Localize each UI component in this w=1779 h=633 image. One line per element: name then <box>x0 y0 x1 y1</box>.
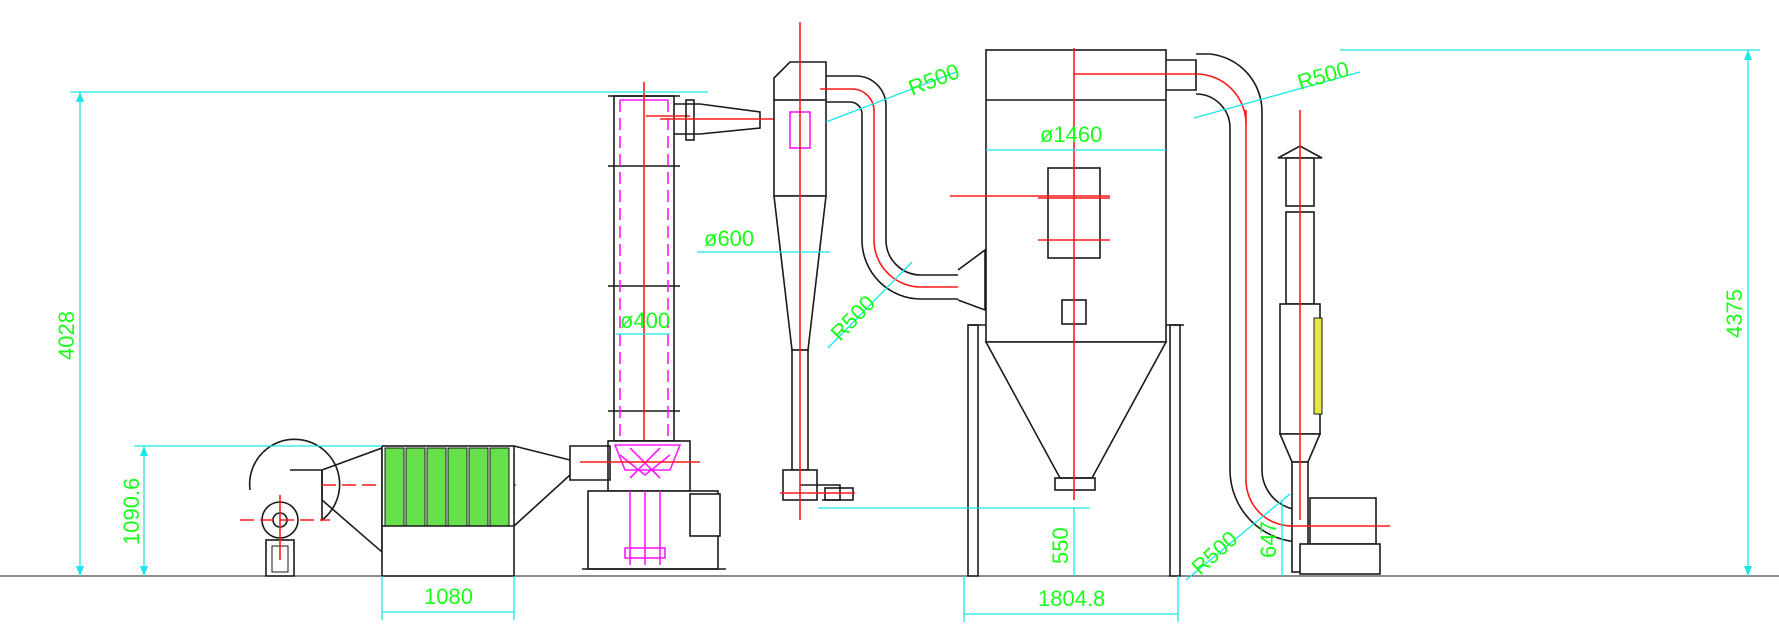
dim-dia-600: ø600 <box>704 226 754 251</box>
dim-r500-1: R500 <box>905 58 963 100</box>
duct-cyclone-filter <box>820 75 986 312</box>
dim-1080: 1080 <box>424 584 473 609</box>
duct-filter-fan <box>1195 53 1303 543</box>
dimension-lines <box>70 49 1760 622</box>
air-heater <box>381 445 571 577</box>
dim-550: 550 <box>1048 527 1073 564</box>
dimension-labels: 4028 1090.6 1080 ø400 ø600 R500 R500 ø14… <box>54 56 1747 611</box>
cyclone-separator <box>773 22 855 520</box>
dim-4375: 4375 <box>1722 289 1747 338</box>
dim-4028: 4028 <box>54 311 79 360</box>
dim-dia-400: ø400 <box>620 308 670 333</box>
dim-1804-8: 1804.8 <box>1038 586 1105 611</box>
dim-dia-1460: ø1460 <box>1040 122 1102 147</box>
dim-647: 647 <box>1256 521 1281 558</box>
dim-r500-4: R500 <box>1187 526 1243 580</box>
dim-r500-3: R500 <box>1294 56 1351 95</box>
inlet-blower <box>240 438 341 577</box>
drying-column <box>569 82 780 570</box>
bag-filter <box>950 48 1197 577</box>
dim-r500-2: R500 <box>826 290 881 345</box>
exhaust-fan-stack <box>1277 110 1390 575</box>
dim-1090-6: 1090.6 <box>119 478 144 545</box>
